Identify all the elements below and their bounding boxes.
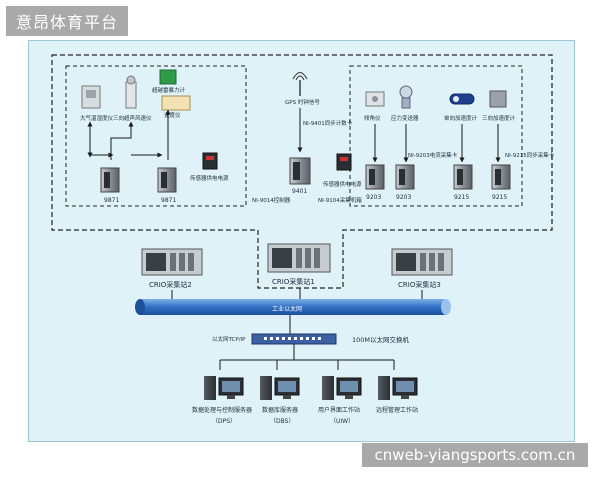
sensor-label: 速度仪 — [164, 111, 181, 119]
protocol-label: 以太网TCP/IP — [212, 335, 246, 343]
bus-label: 工业以太网 — [272, 305, 302, 313]
sensor-label: 三向超声风速仪 — [113, 114, 152, 122]
station-label: CRIO采集站2 — [149, 280, 192, 289]
station-bus-connectors — [171, 288, 423, 299]
diagram-panel — [28, 40, 575, 442]
server-dps-icon — [204, 376, 244, 400]
sensor-label: 三向加速度计 — [482, 114, 516, 122]
watermark: cnweb-yiangsports.com.cn — [362, 443, 588, 467]
module-9401 — [289, 157, 311, 185]
card-label: NI-9215同步采集卡 — [505, 151, 555, 159]
station-label: CRIO采集站3 — [398, 280, 441, 289]
sensor-label: 大气温湿度仪 — [80, 114, 114, 122]
sensor-label: 应力变送器 — [391, 114, 419, 122]
industrial-ethernet-bus — [135, 299, 451, 315]
server-connectors — [219, 344, 395, 370]
power-label: 传感器供电电源 — [190, 174, 229, 182]
crio-station-1 — [267, 243, 331, 273]
server-dbs-icon — [260, 376, 300, 400]
right-sensor-connectors — [372, 124, 501, 163]
module-label: 9203 — [396, 194, 411, 201]
sensor-label: 单向加速度计 — [444, 114, 478, 122]
sensor-wind-icon — [125, 75, 137, 109]
gps-antenna-icon — [292, 72, 308, 96]
ethernet-switch — [251, 333, 337, 345]
left-sensor-connectors — [87, 109, 171, 160]
power-supply-left-icon — [202, 152, 218, 170]
sensor-accel-single-icon — [449, 93, 475, 105]
server-name: 远程管理工作站 — [376, 406, 418, 414]
switch-label: 100M以太网交换机 — [352, 335, 410, 344]
server-name: 数据处理与控制服务器 — [192, 406, 252, 414]
module-label: 9203 — [366, 194, 381, 201]
crio-station-3 — [391, 248, 453, 276]
gps-card-label: NI-9401同步计数卡 — [303, 119, 353, 127]
sensor-pressure-icon — [399, 85, 413, 109]
module-9203-b — [395, 164, 415, 190]
sensor-weather-icon — [81, 85, 101, 109]
sensor-label: 倾角仪 — [364, 114, 381, 122]
page-title: 意昂体育平台 — [6, 6, 129, 36]
right-sensor-group — [349, 65, 523, 207]
workstation-remote-icon — [378, 376, 418, 400]
server-name: 用户界面工作站 — [318, 406, 360, 414]
station-label: CRIO采集站1 — [272, 277, 315, 286]
workstation-uiw-icon — [322, 376, 362, 400]
module-9871-b — [157, 167, 177, 193]
server-abbr: （DPS） — [212, 418, 236, 425]
module-label: 9215 — [454, 194, 469, 201]
gps-label: GPS 时钟信号 — [285, 98, 320, 106]
module-9215-a — [453, 164, 473, 190]
server-name: 数据库服务器 — [262, 406, 298, 414]
power-label: 传感器供电电源 — [323, 180, 362, 188]
module-label: 9871 — [161, 197, 176, 204]
left-sensor-group — [65, 65, 247, 207]
sensor-speed-icon — [161, 95, 191, 111]
controller-label: NI-9014控制器 — [252, 196, 291, 204]
sensor-accel-triple-icon — [489, 90, 507, 108]
crio-station-2 — [141, 248, 203, 276]
sensor-tilt-icon — [365, 91, 385, 107]
server-abbr: （DBS） — [270, 418, 294, 425]
module-label: 9871 — [104, 197, 119, 204]
sensor-pcb-icon — [159, 69, 177, 85]
sensor-label: 超越雷暴力计 — [152, 86, 186, 94]
power-supply-right-icon — [336, 153, 352, 171]
module-9871-a — [100, 167, 120, 193]
module-9215-b — [491, 164, 511, 190]
module-label: 9401 — [292, 188, 307, 195]
card-label: NI-9104采集机箱 — [318, 196, 362, 204]
server-abbr: （UIW） — [330, 418, 354, 425]
module-9203-a — [365, 164, 385, 190]
module-label: 9215 — [492, 194, 507, 201]
card-label: NI-9203电流采集卡 — [408, 151, 458, 159]
